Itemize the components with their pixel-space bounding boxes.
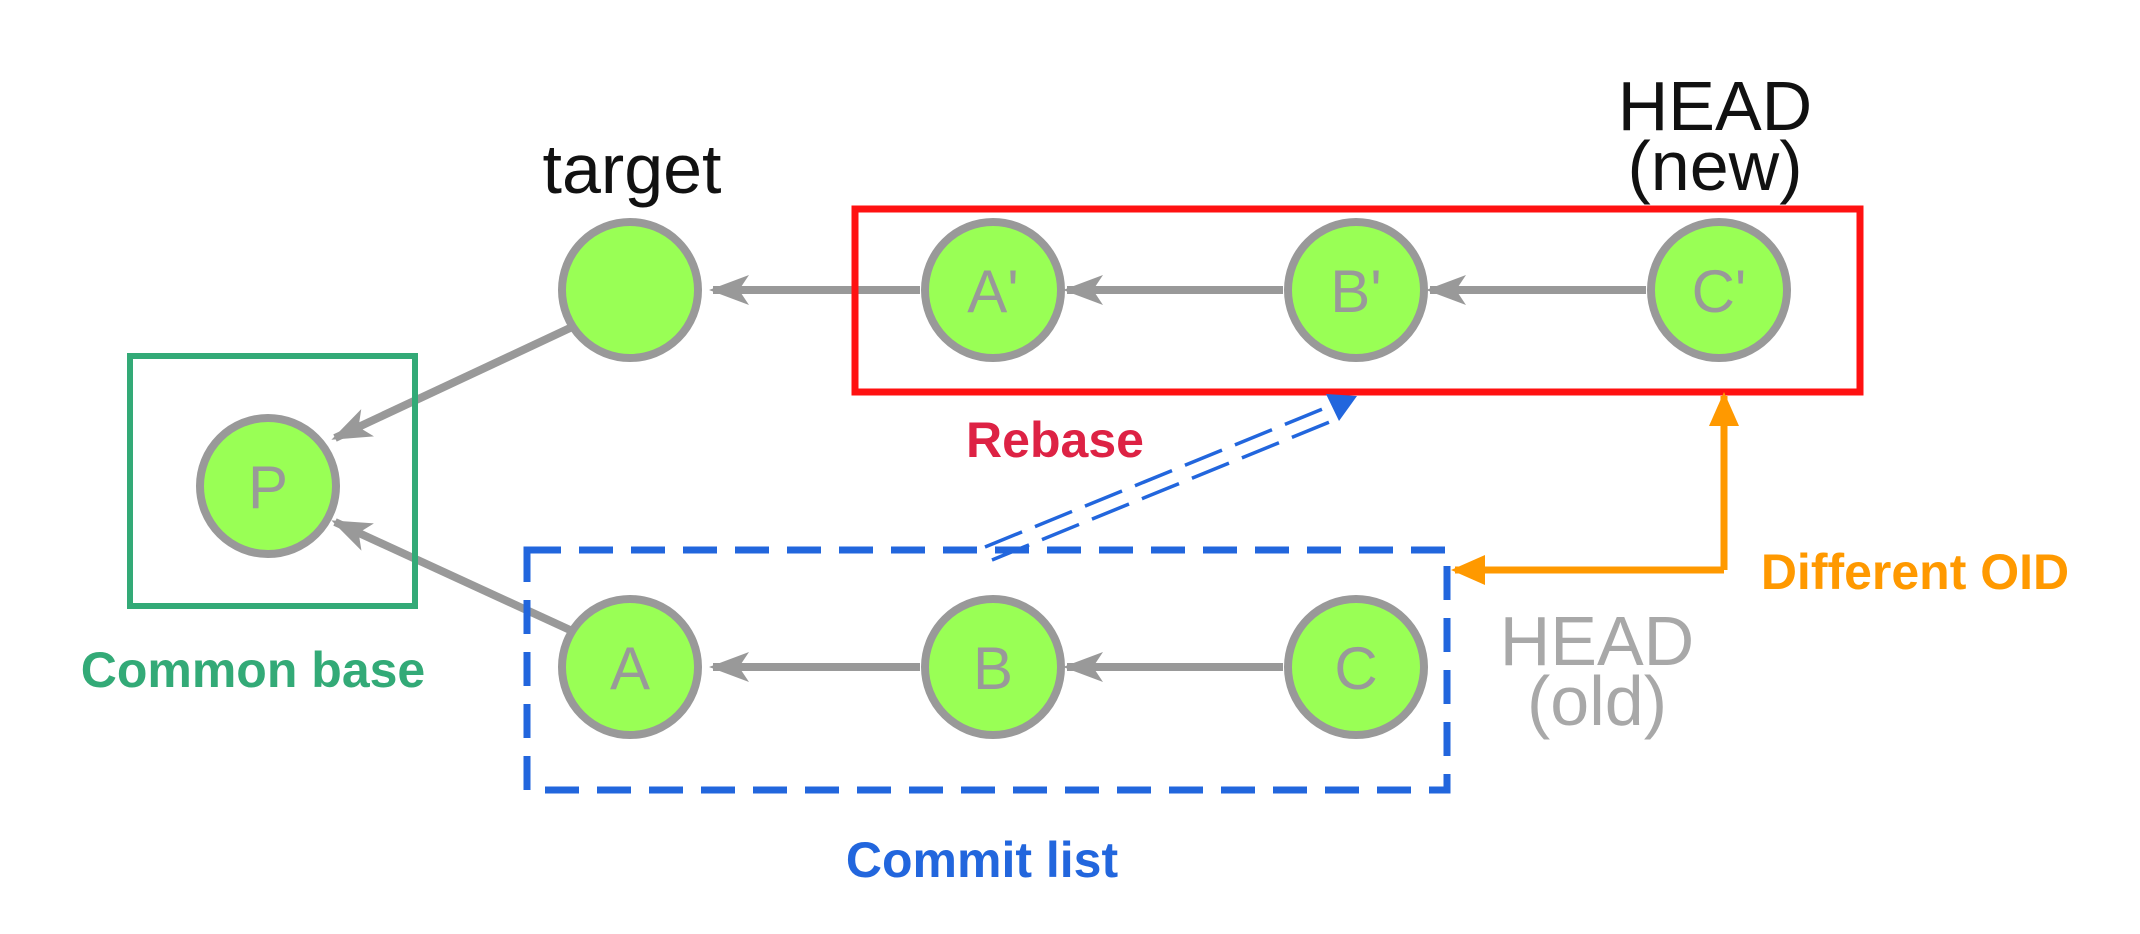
label-head-new-line2: (new) [1627, 127, 1802, 205]
label-head-old-line2: (old) [1527, 662, 1667, 740]
edge-a-to-p [331, 518, 572, 634]
commit-node-c: C [1284, 595, 1428, 739]
commit-edges [331, 275, 1646, 682]
commit-label-a-new: A' [967, 258, 1018, 325]
commit-node-p: P [196, 414, 340, 558]
commit-node-b: B [921, 595, 1065, 739]
commit-node-a: A [558, 595, 702, 739]
label-target: target [543, 130, 722, 208]
commit-node-c-new: C' [1647, 218, 1791, 362]
label-rebase: Rebase [966, 412, 1144, 468]
commit-list-box [523, 546, 1451, 794]
different-oid-connector [1451, 392, 1739, 585]
rebase-arrow [984, 394, 1357, 562]
commit-label-a: A [610, 635, 650, 702]
commit-nodes: P A' B' C' A B C [196, 218, 1791, 739]
label-common-base: Common base [81, 642, 426, 698]
label-different-oid: Different OID [1761, 544, 2069, 600]
edge-target-to-p [331, 324, 572, 442]
rebase-arrowhead [1326, 394, 1357, 421]
label-commit-list: Commit list [846, 832, 1119, 888]
label-head-old-line1: HEAD [1500, 602, 1694, 680]
commit-node-b-new: B' [1284, 218, 1428, 362]
commit-label-b: B [973, 635, 1013, 702]
commit-label-p: P [248, 454, 288, 521]
rebase-box [851, 205, 1864, 396]
commit-node-target [558, 218, 702, 362]
commit-label-c: C [1334, 635, 1377, 702]
commit-label-c-new: C' [1692, 258, 1747, 325]
common-base-box [127, 353, 418, 609]
commit-node-a-new: A' [921, 218, 1065, 362]
label-head-new-line1: HEAD [1618, 67, 1812, 145]
commit-label-b-new: B' [1330, 258, 1381, 325]
